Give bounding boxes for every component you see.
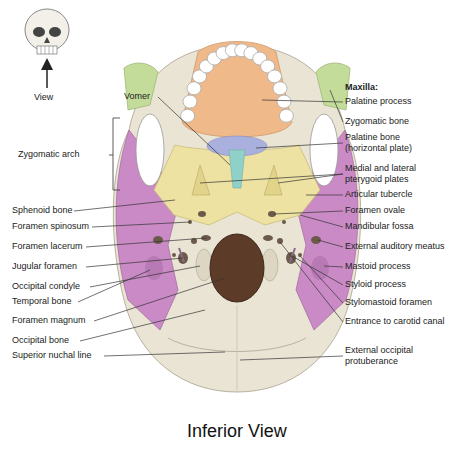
part-label: Foramen spinosum	[12, 221, 89, 232]
bracket	[109, 118, 120, 190]
zygomatic-bone	[316, 63, 350, 110]
part-label: Entrance to carotid canal	[345, 316, 445, 327]
part-label: Superior nuchal line	[12, 350, 92, 361]
part-label: Jugular foramen	[12, 261, 77, 272]
figure-caption: Inferior View	[187, 420, 287, 442]
maxilla	[182, 42, 292, 138]
part-label: Styloid process	[345, 279, 406, 290]
temporal-fossa	[136, 114, 164, 186]
part-label: Occipital condyle	[12, 281, 80, 292]
part-label: View	[34, 92, 53, 103]
tooth	[183, 95, 197, 108]
part-label: Medial and lateral pterygoid plates	[345, 163, 435, 185]
vomer	[229, 150, 245, 188]
tooth	[277, 95, 291, 108]
part-label: Temporal bone	[12, 296, 72, 307]
tooth	[279, 109, 293, 122]
mastoid-process	[145, 256, 163, 280]
foramen-magnum	[210, 234, 264, 302]
part-label: Vomer	[124, 91, 150, 102]
part-label: Foramen ovale	[345, 205, 405, 216]
part-label: Foramen magnum	[12, 315, 86, 326]
part-label: Stylomastoid foramen	[345, 297, 432, 308]
part-label: External occipital protuberance	[345, 345, 431, 367]
part-label: Palatine bone (horizontal plate)	[345, 132, 431, 154]
view-icon	[25, 9, 69, 88]
tooth	[268, 70, 282, 83]
part-label: Mandibular fossa	[345, 221, 414, 232]
leader-lines	[74, 90, 343, 360]
part-label: Zygomatic bone	[345, 116, 409, 127]
part-label: Foramen lacerum	[12, 241, 83, 252]
part-label: Sphenoid bone	[12, 205, 73, 216]
tooth	[273, 82, 287, 95]
part-label: External auditory meatus	[345, 241, 445, 252]
part-label: Palatine process	[345, 96, 412, 107]
median-crest	[237, 305, 238, 392]
teeth	[181, 44, 294, 123]
tooth	[187, 82, 201, 95]
part-label: Zygomatic arch	[18, 149, 80, 160]
part-label: Articular tubercle	[345, 189, 413, 200]
zygomatic-bone	[124, 63, 158, 110]
part-label: Occipital bone	[12, 335, 69, 346]
part-label: Maxilla:	[345, 82, 378, 93]
part-label: Mastoid process	[345, 261, 411, 272]
